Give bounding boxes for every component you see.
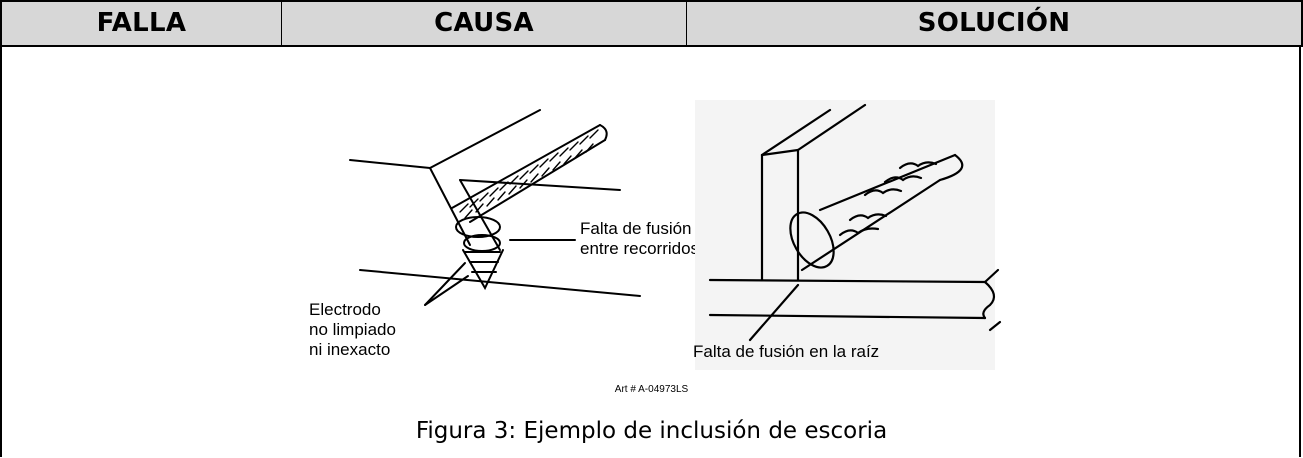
header-falla: FALLA — [96, 8, 187, 38]
header-solucion: SOLUCIÓN — [917, 8, 1071, 38]
label-electrode-2: no limpiado — [309, 320, 396, 339]
multipass-weld-illustration — [349, 109, 641, 306]
art-number: Art # A-04973LS — [614, 384, 689, 395]
label-root-fusion: Falta de fusión en la raíz — [693, 342, 880, 361]
label-electrode-3: ni inexacto — [309, 340, 391, 359]
header-causa: CAUSA — [434, 8, 534, 38]
header-divider — [686, 2, 687, 45]
table-header: FALLA CAUSA SOLUCIÓN — [0, 0, 1303, 47]
label-fusion-between-runs-2: entre recorridos — [580, 239, 700, 258]
fillet-weld-illustration — [695, 100, 1002, 370]
label-fusion-between-runs-1: Falta de fusión — [580, 219, 692, 238]
header-divider — [281, 2, 282, 45]
figure-caption: Figura 3: Ejemplo de inclusión de escori… — [415, 418, 888, 444]
label-electrode-1: Electrodo — [309, 300, 381, 319]
